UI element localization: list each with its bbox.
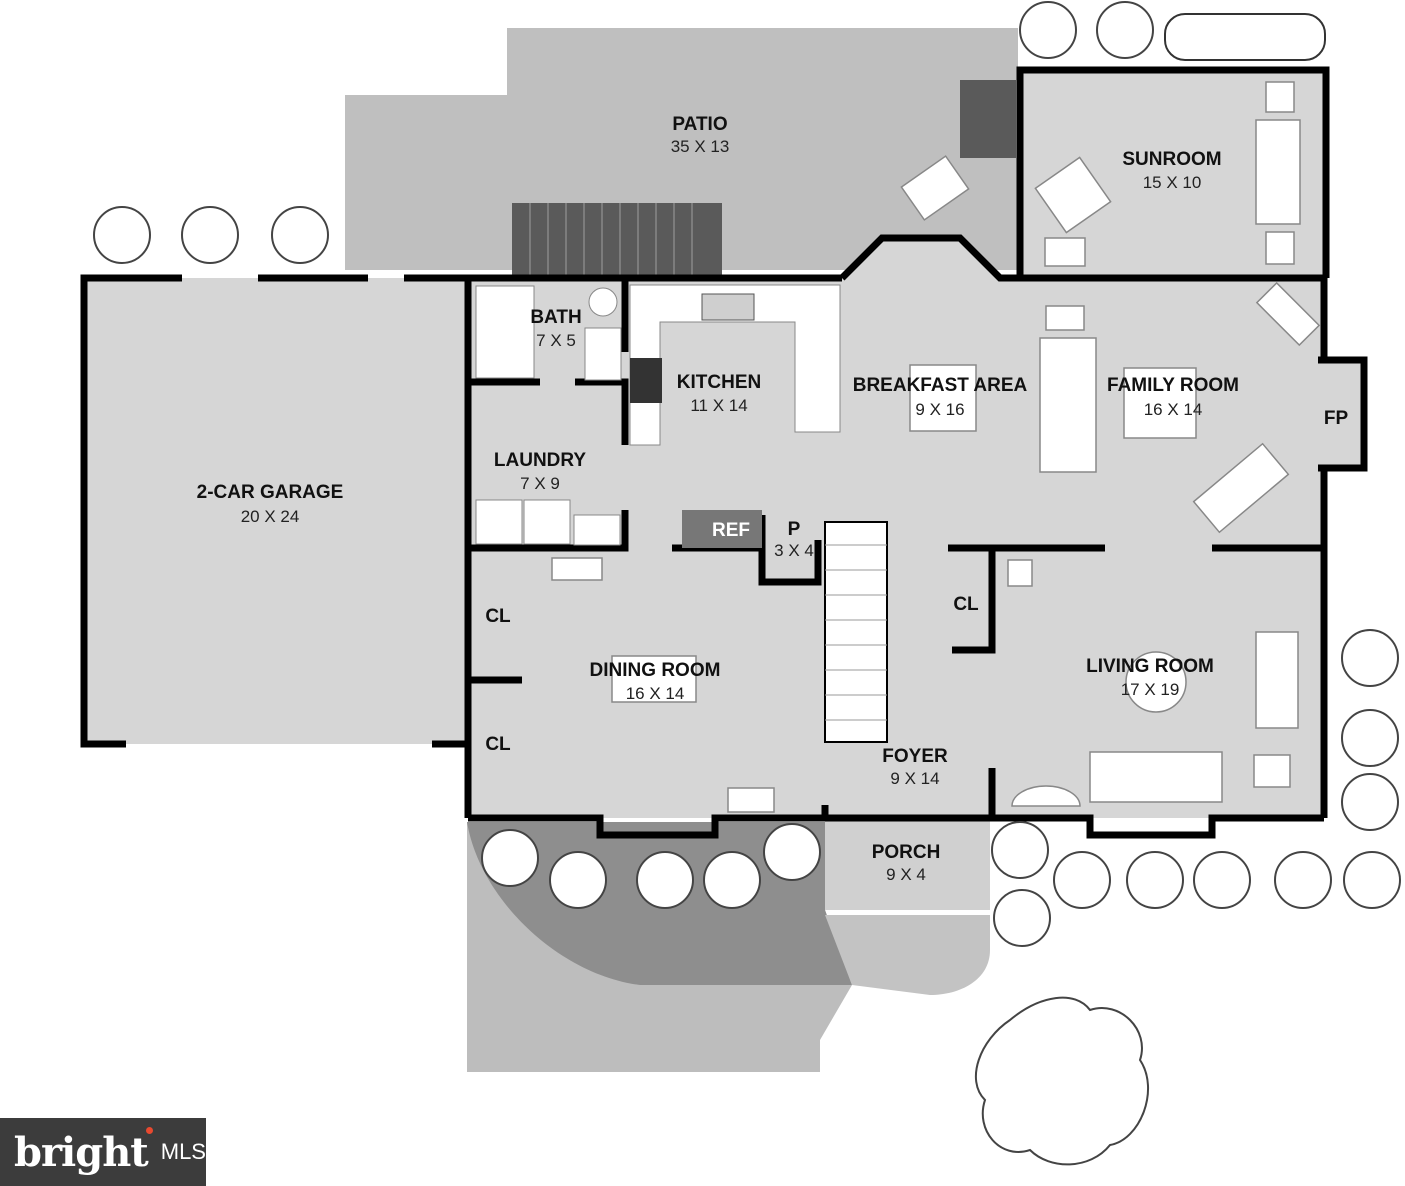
bathtub: [475, 285, 535, 379]
room-name-breakfast: BREAKFAST AREA: [853, 375, 1028, 396]
bay-floor: [842, 238, 1000, 278]
bright-mls-logo: bright MLS: [0, 1118, 206, 1186]
garage-floor: [84, 278, 468, 744]
room-name-porch: PORCH: [872, 842, 941, 863]
hedge: [1164, 13, 1326, 61]
refrigerator-label: REF: [712, 520, 750, 541]
room-name-laundry: LAUNDRY: [494, 450, 587, 471]
room-name-living: LIVING ROOM: [1086, 656, 1214, 677]
furniture: [551, 81, 1321, 813]
room-name-pantry: P: [788, 519, 801, 540]
room-dim-laundry: 7 X 9: [520, 474, 560, 493]
room-name-dining: DINING ROOM: [590, 660, 721, 681]
brand-dot: [145, 1126, 153, 1134]
fireplace-floor: [1312, 360, 1364, 465]
porch-walk: [825, 915, 990, 995]
laundry-sink: [573, 514, 621, 546]
room-name-garage: 2-CAR GARAGE: [197, 482, 344, 503]
closet-label-2: CL: [485, 734, 511, 755]
stove: [630, 358, 662, 403]
room-dim-patio: 35 X 13: [671, 137, 730, 156]
refrigerator: [682, 510, 762, 548]
room-dim-breakfast: 9 X 16: [915, 400, 964, 419]
room-dim-garage: 20 X 24: [241, 507, 300, 526]
room-name-kitchen: KITCHEN: [677, 372, 761, 393]
brand-name: bright: [14, 1128, 149, 1176]
room-dim-bath: 7 X 5: [536, 331, 576, 350]
shrubs: [93, 1, 1401, 947]
room-name-patio: PATIO: [672, 114, 727, 135]
room-dim-family: 16 X 14: [1144, 400, 1203, 419]
sink: [701, 293, 755, 321]
room-name-bath: BATH: [530, 307, 581, 328]
closet-label-3: CL: [953, 594, 979, 615]
room-labels: PATIO 35 X 13 SUNROOM 15 X 10 BATH 7 X 5…: [197, 114, 1349, 884]
room-name-foyer: FOYER: [882, 746, 948, 767]
room-dim-dining: 16 X 14: [626, 684, 685, 703]
room-name-sunroom: SUNROOM: [1122, 149, 1221, 170]
brand-suffix: MLS: [160, 1139, 206, 1164]
dryer: [523, 499, 571, 545]
closet-label-1: CL: [485, 606, 511, 627]
toilet: [588, 287, 618, 317]
porch-floor: [825, 818, 990, 910]
sunroom-stairs: [960, 80, 1016, 158]
fireplace-label: FP: [1324, 408, 1349, 429]
room-dim-porch: 9 X 4: [886, 865, 926, 884]
room-dim-pantry: 3 X 4: [774, 541, 814, 560]
room-dim-living: 17 X 19: [1121, 680, 1180, 699]
room-dim-kitchen: 11 X 14: [690, 396, 747, 415]
bath-sink: [584, 327, 622, 381]
room-dim-sunroom: 15 X 10: [1143, 173, 1202, 192]
room-name-family: FAMILY ROOM: [1107, 375, 1239, 396]
large-tree: [975, 996, 1150, 1166]
patio-stairs: [512, 203, 722, 275]
interior-stairs: [824, 521, 888, 743]
room-dim-foyer: 9 X 14: [890, 769, 939, 788]
washer: [475, 499, 523, 545]
